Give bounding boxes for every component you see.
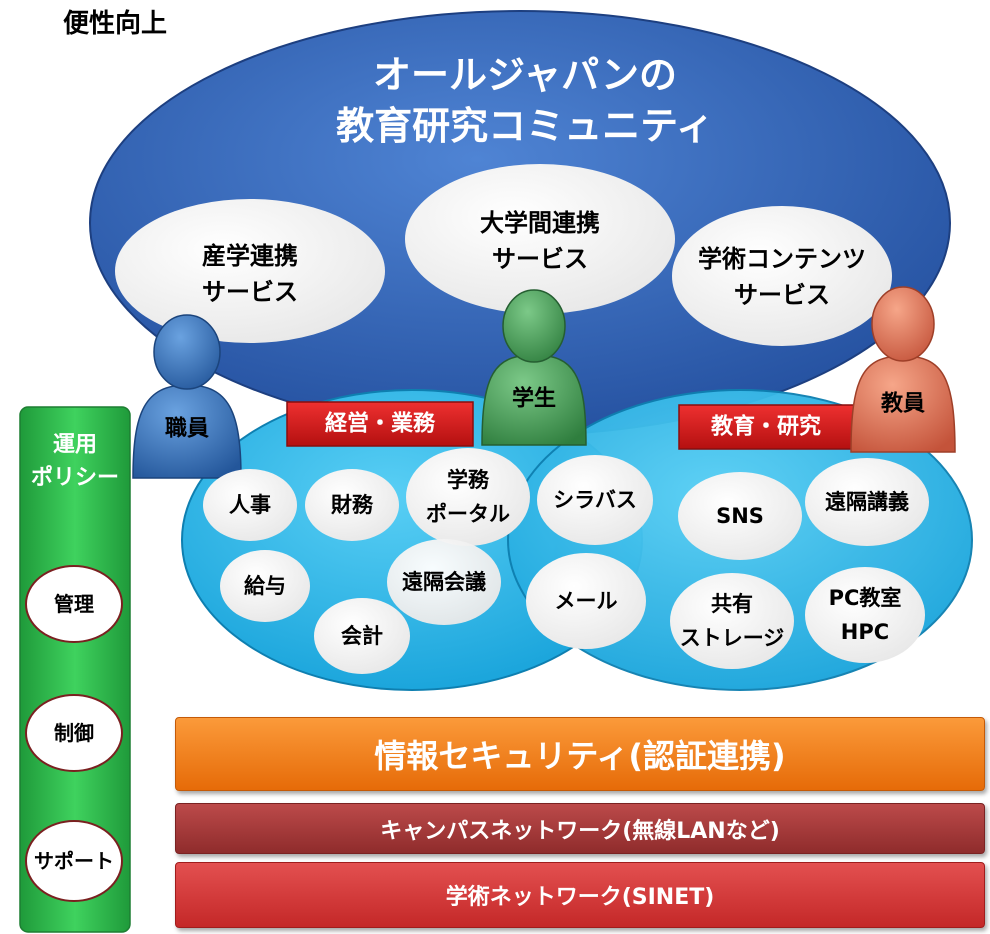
item-storage-line2: ストレージ xyxy=(680,626,785,650)
item-hr-label: 人事 xyxy=(229,493,271,517)
service-academic-content: 学術コンテンツ サービス xyxy=(672,206,892,346)
item-pc-line2: HPC xyxy=(841,620,889,644)
service-inter-university: 大学間連携 サービス xyxy=(405,164,675,314)
education-banner-label: 教育・研究 xyxy=(711,414,821,440)
community-title-line1: オールジャパンの xyxy=(373,53,677,97)
item-sns-label: SNS xyxy=(716,504,764,528)
item-shared-storage: 共有 ストレージ xyxy=(670,573,794,669)
item-portal-line1: 学務 xyxy=(447,468,490,492)
item-pc-line1: PC教室 xyxy=(829,586,902,610)
item-syllabus: シラバス xyxy=(537,455,653,545)
student-label: 学生 xyxy=(512,386,556,412)
page-title: 便性向上 xyxy=(63,8,167,39)
policy-item-support: サポート xyxy=(25,820,123,902)
item-portal-line2: ポータル xyxy=(426,502,510,526)
item-payroll-label: 給与 xyxy=(244,574,286,598)
item-accounting: 会計 xyxy=(314,598,410,674)
policy-title-line1: 運用 xyxy=(53,433,97,458)
security-layer: 情報セキュリティ(認証連携) xyxy=(175,717,985,791)
item-remote-lecture: 遠隔講義 xyxy=(805,458,929,546)
service-industry-academia: 産学連携 サービス xyxy=(115,199,385,343)
service-content-line1: 学術コンテンツ xyxy=(698,245,866,273)
student-person: 学生 xyxy=(481,289,587,446)
management-banner-label: 経営・業務 xyxy=(325,411,436,437)
community-title-line2: 教育研究コミュニティ xyxy=(336,104,714,148)
policy-support-label: サポート xyxy=(34,849,114,873)
item-mail-label: メール xyxy=(555,589,618,613)
item-finance-label: 財務 xyxy=(331,493,374,517)
item-accounting-label: 会計 xyxy=(341,624,383,648)
campus-network-layer: キャンパスネットワーク(無線LANなど) xyxy=(175,803,985,854)
item-mail: メール xyxy=(526,553,646,649)
education-banner: 教育・研究 xyxy=(678,404,855,450)
item-finance: 財務 xyxy=(305,469,399,541)
item-storage-line1: 共有 xyxy=(711,592,753,616)
security-layer-label: 情報セキュリティ(認証連携) xyxy=(374,737,786,775)
academic-network-label: 学術ネットワーク(SINET) xyxy=(445,885,715,910)
item-remote-lecture-label: 遠隔講義 xyxy=(825,490,909,514)
item-payroll: 給与 xyxy=(220,550,310,622)
service-content-line2: サービス xyxy=(734,281,830,309)
academic-network-layer: 学術ネットワーク(SINET) xyxy=(175,862,985,928)
item-web-conference-label: 遠隔会議 xyxy=(402,570,486,594)
policy-control-label: 制御 xyxy=(54,721,94,745)
service-industry-line1: 産学連携 xyxy=(202,242,298,270)
item-pc-room: PC教室 HPC xyxy=(805,567,925,663)
item-hr: 人事 xyxy=(203,469,297,541)
policy-item-management: 管理 xyxy=(25,565,123,643)
policy-title-line2: ポリシー xyxy=(31,465,119,491)
service-inter-university-line2: サービス xyxy=(492,245,588,273)
policy-item-control: 制御 xyxy=(25,694,123,772)
service-industry-line2: サービス xyxy=(202,278,298,306)
staff-person: 職員 xyxy=(132,314,242,479)
item-web-conference: 遠隔会議 xyxy=(387,539,501,625)
staff-label: 職員 xyxy=(165,416,209,442)
faculty-label: 教員 xyxy=(881,391,925,417)
management-banner: 経営・業務 xyxy=(286,401,474,447)
item-sns: SNS xyxy=(678,472,802,560)
faculty-person: 教員 xyxy=(850,286,956,453)
item-portal: 学務 ポータル xyxy=(406,448,530,546)
policy-bar xyxy=(19,406,131,933)
policy-management-label: 管理 xyxy=(54,592,94,616)
item-syllabus-label: シラバス xyxy=(553,488,637,512)
service-inter-university-line1: 大学間連携 xyxy=(480,209,600,237)
campus-network-label: キャンパスネットワーク(無線LANなど) xyxy=(380,818,780,844)
